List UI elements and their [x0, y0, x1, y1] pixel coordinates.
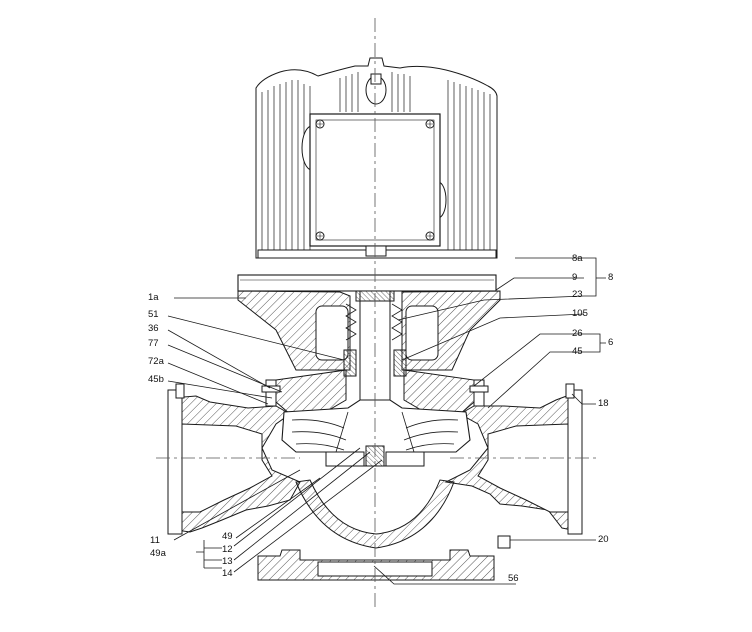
- label-51: 51: [148, 309, 159, 320]
- label-14: 14: [222, 568, 233, 579]
- flange-bolt-right: [473, 379, 485, 407]
- label-77: 77: [148, 338, 159, 349]
- label-9: 9: [572, 272, 578, 283]
- label-49: 49: [222, 531, 233, 542]
- label-20: 20: [598, 534, 609, 545]
- motor-flange: [237, 274, 497, 292]
- label-45b: 45b: [148, 374, 164, 385]
- label-49a: 49a: [150, 548, 166, 559]
- label-18: 18: [598, 398, 609, 409]
- label-12: 12: [222, 544, 233, 555]
- volute-passage: [181, 423, 273, 513]
- casing-cover: [275, 369, 347, 415]
- label-36: 36: [148, 323, 159, 334]
- label-6: 6: [608, 337, 614, 348]
- eye-bolt: [370, 73, 382, 85]
- label-72a: 72a: [148, 356, 164, 367]
- flange-bolt-left: [265, 379, 277, 407]
- label-8a: 8a: [572, 253, 583, 264]
- label-8: 8: [608, 272, 614, 283]
- outlet-flange: [567, 389, 583, 535]
- leader-lines: [167, 257, 606, 585]
- impeller-vanes: [291, 411, 459, 453]
- label-11: 11: [150, 535, 160, 546]
- label-23: 23: [572, 289, 583, 300]
- motor: [255, 57, 498, 259]
- seal-spring: [345, 303, 403, 341]
- label-105: 105: [572, 308, 588, 319]
- lantern-window-left: [315, 305, 349, 361]
- mechanical-seal: [343, 349, 357, 377]
- label-56: 56: [508, 573, 519, 584]
- label-13: 13: [222, 556, 233, 567]
- label-26: 26: [572, 328, 583, 339]
- label-1a: 1a: [148, 292, 159, 303]
- terminal-box-screws: [315, 119, 435, 241]
- center-lines: [156, 18, 598, 608]
- inlet-flange: [167, 389, 183, 535]
- impeller: [281, 399, 471, 467]
- suction-channel: [295, 479, 455, 549]
- label-45: 45: [572, 346, 583, 357]
- lantern-window-right: [405, 305, 439, 361]
- drain-plug: [497, 535, 511, 549]
